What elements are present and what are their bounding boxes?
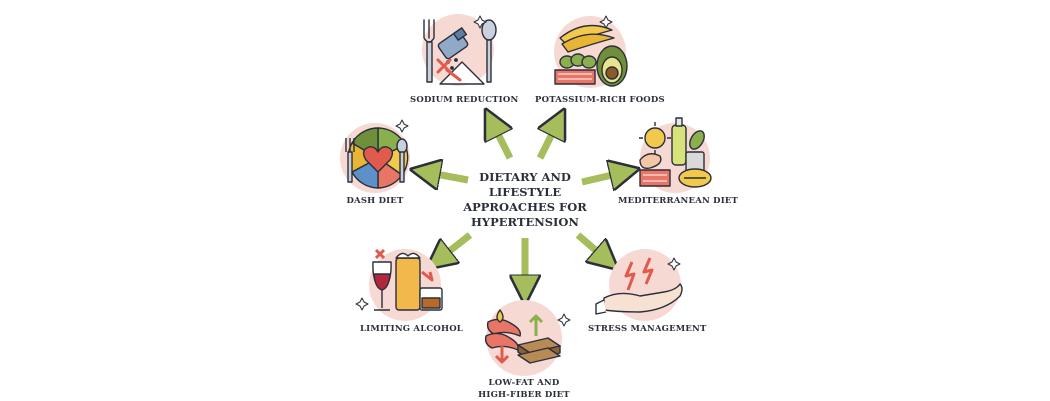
- arrow-to-stress: [575, 232, 607, 260]
- center-title: DIETARY AND LIFESTYLE APPROACHES FOR HYP…: [455, 170, 595, 230]
- label-potassium-rich-foods: POTASSIUM-RICH FOODS: [535, 95, 665, 105]
- arrows: [425, 122, 625, 290]
- label-stress-management: STRESS MANAGEMENT: [588, 324, 707, 334]
- label-mediterranean-diet: MEDITERRANEAN DIET: [618, 196, 739, 206]
- center-title-line: HYPERTENSION: [471, 215, 579, 229]
- label-high-fiber-line: HIGH-FIBER DIET: [478, 390, 570, 400]
- label-sodium-reduction: SODIUM REDUCTION: [410, 95, 519, 105]
- sodium-reduction-icon: [422, 14, 497, 86]
- arrow-to-potassium: [540, 122, 558, 160]
- low-fat-high-fiber-icon: [484, 300, 571, 376]
- label-low-fat-line: LOW-FAT AND: [488, 378, 560, 388]
- center-title-line: DIETARY AND: [479, 170, 571, 184]
- label-limiting-alcohol: LIMITING ALCOHOL: [360, 324, 463, 334]
- stress-management-icon: [595, 249, 683, 321]
- arrow-to-dash: [425, 172, 469, 180]
- label-low-fat-high-fiber: LOW-FAT AND HIGH-FIBER DIET: [474, 377, 574, 401]
- center-title-line: APPROACHES FOR: [463, 200, 587, 214]
- mediterranean-diet-icon: [639, 117, 712, 193]
- dash-diet-icon: [340, 119, 410, 193]
- arrow-to-sodium: [492, 122, 510, 160]
- potassium-foods-icon: [554, 15, 628, 88]
- center-title-line: LIFESTYLE: [488, 185, 562, 199]
- limiting-alcohol-icon: [355, 248, 443, 321]
- arrow-to-mediterranean: [581, 172, 625, 182]
- label-dash-diet: DASH DIET: [346, 196, 404, 206]
- arrow-to-alcohol: [438, 232, 473, 260]
